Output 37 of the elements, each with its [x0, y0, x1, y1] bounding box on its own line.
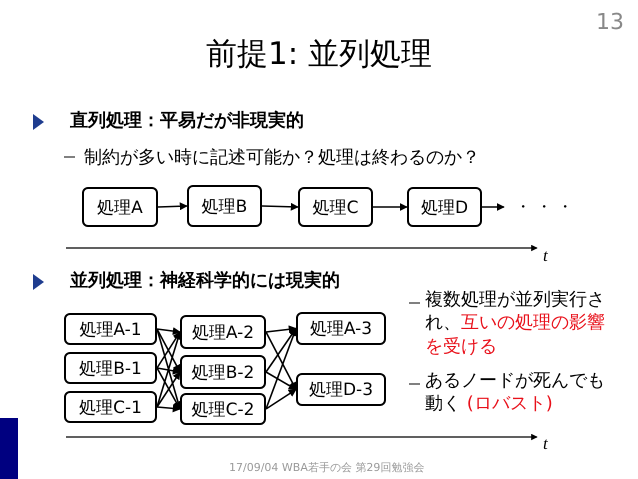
bullet-heading: 並列処理：神経科学的には現実的: [70, 269, 340, 292]
footer-text: 17/09/04 WBA若手の会 第29回勉強会: [229, 460, 424, 475]
process-box: 処理A: [82, 187, 158, 227]
axis-label: t: [543, 434, 548, 454]
process-box: 処理A-3: [296, 312, 386, 345]
process-box: 処理B-1: [64, 352, 157, 384]
process-box: 処理D-3: [296, 373, 386, 406]
process-box: 処理B: [187, 185, 262, 227]
process-box: 処理C: [298, 187, 373, 227]
process-box: 処理C-1: [64, 391, 157, 423]
arrow: [266, 325, 297, 334]
arrow: [262, 202, 299, 211]
arrow: [156, 366, 181, 375]
arrow: [265, 328, 297, 372]
process-box: 処理C-2: [180, 393, 266, 425]
arrow: [156, 404, 181, 412]
note-text: あるノードが死んでも動く (ロバスト): [425, 369, 606, 416]
bullet-text: 制約が多い時に記述可能か？処理は終わるのか？: [84, 146, 480, 169]
page-number: 13: [596, 10, 624, 35]
process-box: 処理A-1: [64, 313, 157, 345]
arrow: [266, 371, 297, 390]
slide-title: 前提1: 並列処理: [204, 35, 434, 74]
arrow: [265, 332, 297, 390]
bullet-heading: 直列処理：平易だが非現実的: [70, 109, 304, 132]
process-box: 処理A-2: [180, 315, 266, 349]
arrow: [156, 327, 181, 336]
arrow: [156, 328, 181, 373]
arrow: [482, 203, 505, 211]
ellipsis-text: ・ ・ ・: [504, 192, 584, 222]
process-box: 処理D: [407, 187, 482, 227]
note-text: 複数処理が並列実行され、互いの処理の影響を受ける: [425, 288, 606, 358]
arrow: [158, 202, 188, 210]
arrow: [373, 203, 408, 211]
arrow: [156, 331, 181, 368]
arrow: [266, 388, 297, 410]
process-box: 処理B-2: [180, 355, 266, 389]
axis-label: t: [543, 246, 548, 266]
